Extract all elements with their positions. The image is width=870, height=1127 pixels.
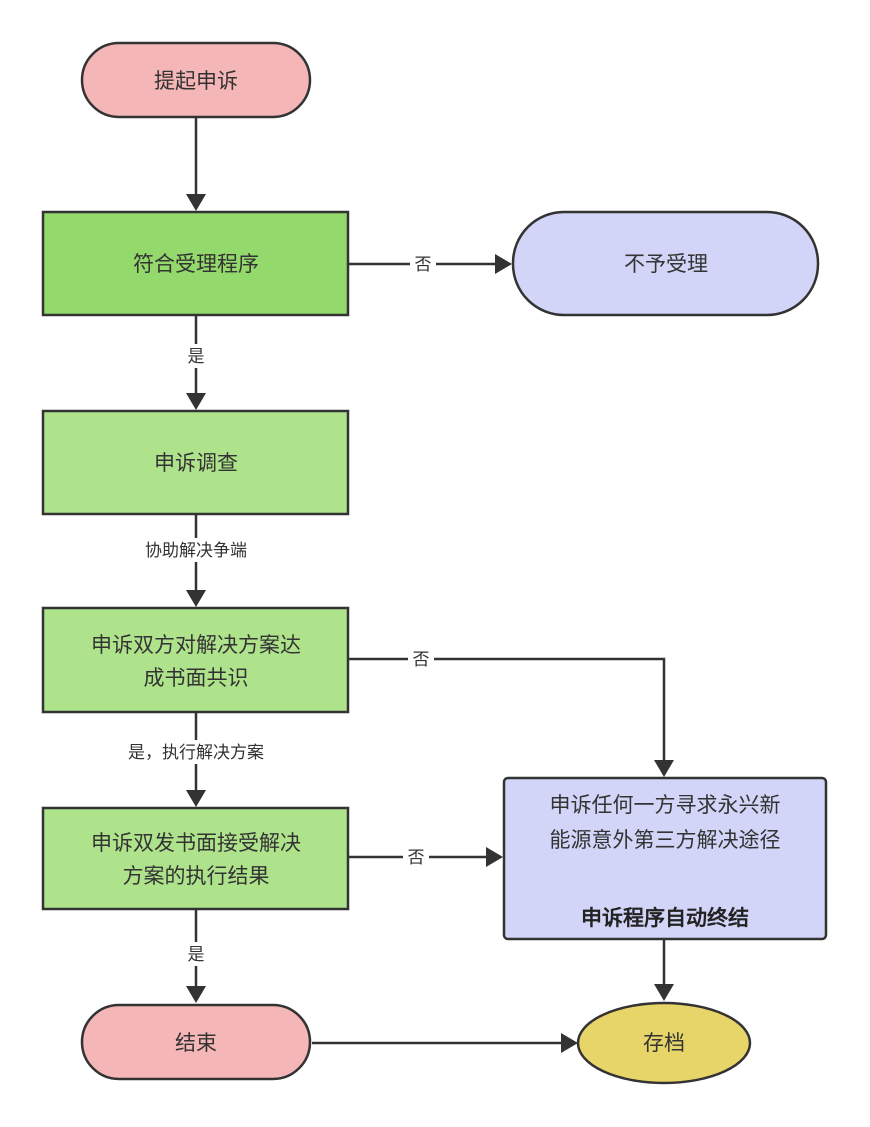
node-acceptance-line1: 申诉双发书面接受解决 (91, 831, 301, 855)
edge-acceptance-to-end: 是 (183, 909, 209, 1003)
node-end: 结束 (80, 1003, 312, 1081)
node-third-party: 申诉任何一方寻求永兴新 能源意外第三方解决途径 申诉程序自动终结 (502, 776, 828, 941)
node-archive-label: 存档 (643, 1031, 685, 1055)
node-acceptance: 申诉双发书面接受解决 方案的执行结果 (41, 806, 350, 911)
node-investigation: 申诉调查 (41, 409, 350, 516)
node-reject: 不予受理 (511, 210, 820, 317)
edge-label-no-agreement: 否 (413, 650, 430, 670)
node-reject-label: 不予受理 (624, 252, 708, 276)
edge-label-yes-investigation: 是 (188, 347, 205, 367)
node-agreement: 申诉双方对解决方案达 成书面共识 (41, 606, 350, 714)
node-start: 提起申诉 (80, 41, 312, 119)
node-investigation-label: 申诉调查 (154, 451, 238, 475)
edge-end-to-archive (312, 1033, 578, 1053)
edge-label-no-acceptance: 否 (408, 848, 425, 868)
edge-label-yes-end: 是 (188, 945, 205, 965)
node-acceptance-line2: 方案的执行结果 (123, 864, 270, 888)
node-end-label: 结束 (175, 1031, 217, 1055)
edge-label-no-reject: 否 (415, 255, 432, 275)
edge-investigation-to-agreement: 协助解决争端 (124, 514, 268, 607)
node-agreement-line1: 申诉双方对解决方案达 (91, 633, 301, 657)
edge-start-to-check (186, 118, 206, 211)
node-agreement-line2: 成书面共识 (144, 666, 249, 690)
node-check-procedure-label: 符合受理程序 (133, 252, 259, 276)
edge-agreement-to-acceptance: 是，执行解决方案 (104, 712, 288, 807)
edge-check-to-investigation: 是 (183, 315, 209, 410)
node-third-party-line2: 能源意外第三方解决途径 (550, 828, 781, 852)
node-third-party-line3: 申诉程序自动终结 (581, 906, 749, 930)
node-start-label: 提起申诉 (154, 69, 238, 93)
node-check-procedure: 符合受理程序 (41, 210, 350, 317)
edge-label-assist: 协助解决争端 (145, 541, 247, 561)
node-third-party-line1: 申诉任何一方寻求永兴新 (550, 793, 781, 817)
edge-third-party-to-archive (654, 940, 674, 1001)
edge-acceptance-to-third-party: 否 (348, 845, 503, 869)
node-archive: 存档 (576, 1001, 752, 1085)
edge-check-to-reject: 否 (348, 252, 512, 276)
edge-label-yes-execute: 是，执行解决方案 (128, 743, 264, 763)
edge-agreement-to-third-party: 否 (348, 647, 674, 777)
